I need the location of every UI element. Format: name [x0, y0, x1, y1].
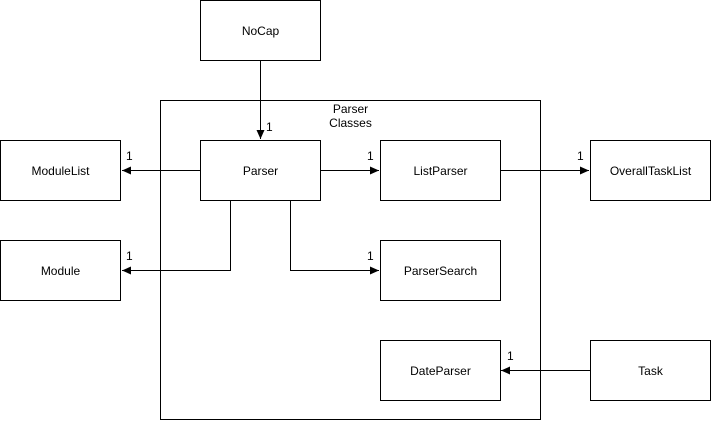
multiplicity-parser-listparser: 1	[367, 149, 374, 163]
multiplicity-parser-modulelist: 1	[126, 149, 133, 163]
class-module: Module	[0, 240, 121, 301]
class-parsersearch: ParserSearch	[380, 240, 501, 301]
multiplicity-task-dateparser: 1	[507, 349, 514, 363]
multiplicity-parser-parsersearch: 1	[367, 249, 374, 263]
class-task: Task	[590, 340, 711, 401]
edge-parser-module	[122, 201, 231, 275]
class-parser: Parser	[200, 140, 321, 201]
multiplicity-nocap-parser: 1	[266, 120, 273, 134]
container-label: Parser Classes	[329, 102, 372, 130]
class-modulelist: ModuleList	[0, 140, 121, 201]
multiplicity-listparser-overalltasklist: 1	[577, 149, 584, 163]
class-listparser: ListParser	[380, 140, 501, 201]
class-dateparser: DateParser	[380, 340, 501, 401]
class-overalltasklist: OverallTaskList	[590, 140, 711, 201]
edge-parser-parsersearch	[290, 201, 379, 275]
parser-classes-container: Parser Classes	[160, 100, 541, 420]
multiplicity-parser-module: 1	[126, 249, 133, 263]
class-nocap: NoCap	[200, 0, 321, 61]
